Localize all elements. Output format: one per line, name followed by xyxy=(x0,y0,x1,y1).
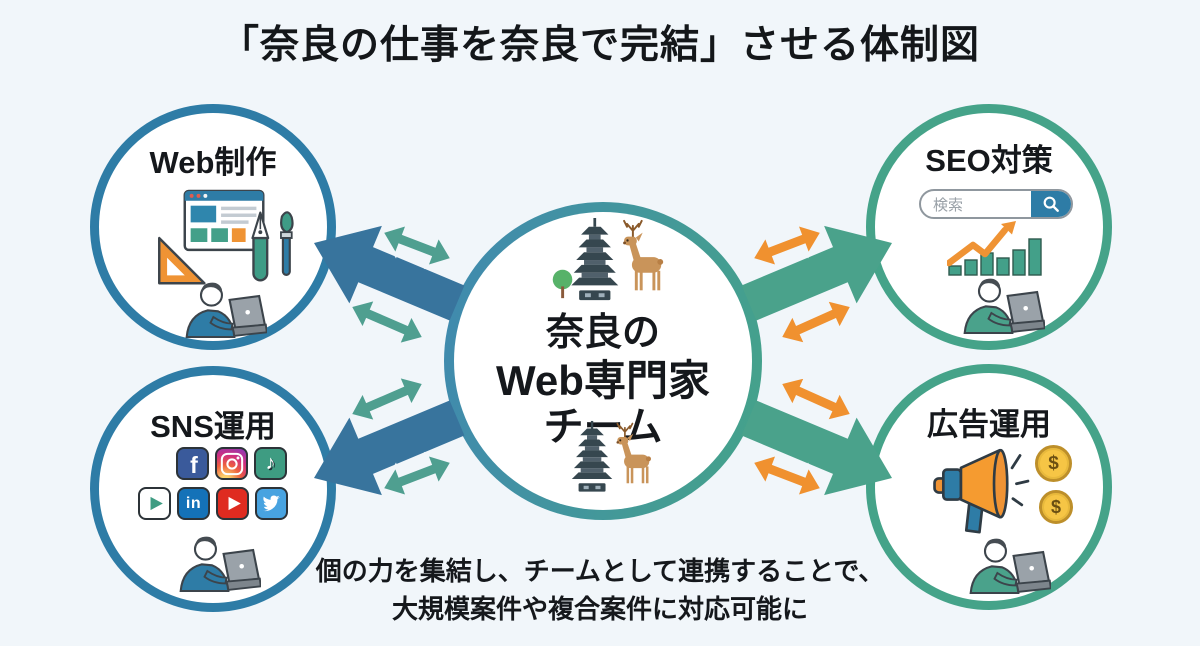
web-production-label: Web制作 xyxy=(149,145,277,180)
center-line-2: Web専門家 xyxy=(496,357,710,404)
person-at-laptop-svg xyxy=(185,282,268,339)
pagoda-deer-svg xyxy=(571,420,651,492)
tiktok-note: ♪ xyxy=(265,452,276,474)
node-seo: SEO対策 検索 xyxy=(866,104,1112,350)
center-circle: 奈良の Web専門家 チーム xyxy=(454,212,752,510)
tiktok-icon: ♪ xyxy=(254,447,287,480)
double-arrow-web-bottom xyxy=(347,296,427,348)
seo-label: SEO対策 xyxy=(925,143,1053,178)
sound-lines xyxy=(1010,454,1030,507)
social-icons-row-2: in xyxy=(138,487,288,520)
footer-line-1: 個の力を集結し、チームとして連携することで、 xyxy=(315,556,885,586)
center-team-title: 奈良の Web専門家 チーム xyxy=(454,310,752,451)
arrow-center-to-web xyxy=(314,225,465,321)
pen-icon xyxy=(251,211,270,282)
person-at-laptop-icon xyxy=(959,533,1052,599)
linkedin-icon: in xyxy=(177,487,210,520)
search-button xyxy=(1031,191,1071,217)
facebook-letter: f xyxy=(190,452,198,478)
person-at-laptop-icon xyxy=(169,531,262,597)
dollar-coin-icon: $ xyxy=(1039,490,1073,524)
advertising-label: 広告運用 xyxy=(927,407,1051,442)
dollar-coin-icon: $ xyxy=(1035,445,1072,482)
growth-chart-icon xyxy=(947,221,1042,276)
magnifier-icon xyxy=(1043,196,1059,212)
pagoda-deer-icon xyxy=(555,415,651,506)
pagoda-deer-svg xyxy=(552,218,664,301)
dollar-sign: $ xyxy=(1050,496,1061,517)
sns-label: SNS運用 xyxy=(150,409,276,444)
linkedin-letters: in xyxy=(185,494,202,512)
person-at-laptop-icon xyxy=(953,273,1046,339)
node-advertising: 広告運用 $ $ xyxy=(866,364,1112,610)
double-arrow-seo-bottom xyxy=(777,297,855,347)
search-bar-illustration: 検索 xyxy=(919,189,1073,219)
node-sns: SNS運用 f ♪ in xyxy=(90,366,336,612)
double-arrow-sns-top xyxy=(347,373,427,425)
node-center-team: 奈良の Web専門家 チーム xyxy=(444,202,762,520)
person-at-laptop-icon xyxy=(175,277,268,343)
double-arrow-ad-top xyxy=(777,374,855,424)
diagram-title: 「奈良の仕事を奈良で完結」させる体制図 xyxy=(219,24,980,67)
double-arrow-ad-bottom xyxy=(749,451,825,500)
double-arrow-seo-top xyxy=(749,221,825,270)
twitter-bird-icon xyxy=(255,487,288,520)
dollar-sign: $ xyxy=(1048,452,1059,474)
pagoda-deer-tree-icon xyxy=(551,218,664,309)
double-arrow-web-top xyxy=(379,221,455,270)
arrow-center-to-sns xyxy=(314,400,465,496)
youtube-icon xyxy=(216,487,249,520)
social-icons-row-1: f ♪ xyxy=(176,447,287,480)
person-at-laptop-svg xyxy=(969,538,1052,595)
facebook-icon: f xyxy=(176,447,209,480)
person-at-laptop-svg xyxy=(963,278,1046,335)
search-placeholder: 検索 xyxy=(933,196,964,214)
double-arrow-sns-bottom xyxy=(379,451,455,500)
trend-arrow xyxy=(947,226,1009,267)
instagram-icon xyxy=(215,447,248,480)
center-line-3: チーム xyxy=(543,405,663,449)
node-web-production: Web制作 xyxy=(90,104,336,350)
footer-line-2: 大規模案件や複合案件に対応可能に xyxy=(391,594,808,624)
paintbrush-icon xyxy=(280,211,294,276)
play-button-icon xyxy=(138,487,171,520)
megaphone-icon xyxy=(933,448,1030,534)
footer-caption: 個の力を集結し、チームとして連携することで、 大規模案件や複合案件に対応可能に xyxy=(0,552,1200,628)
center-line-1: 奈良の xyxy=(545,312,660,354)
web-design-illustration xyxy=(158,189,294,285)
person-at-laptop-svg xyxy=(179,536,262,593)
